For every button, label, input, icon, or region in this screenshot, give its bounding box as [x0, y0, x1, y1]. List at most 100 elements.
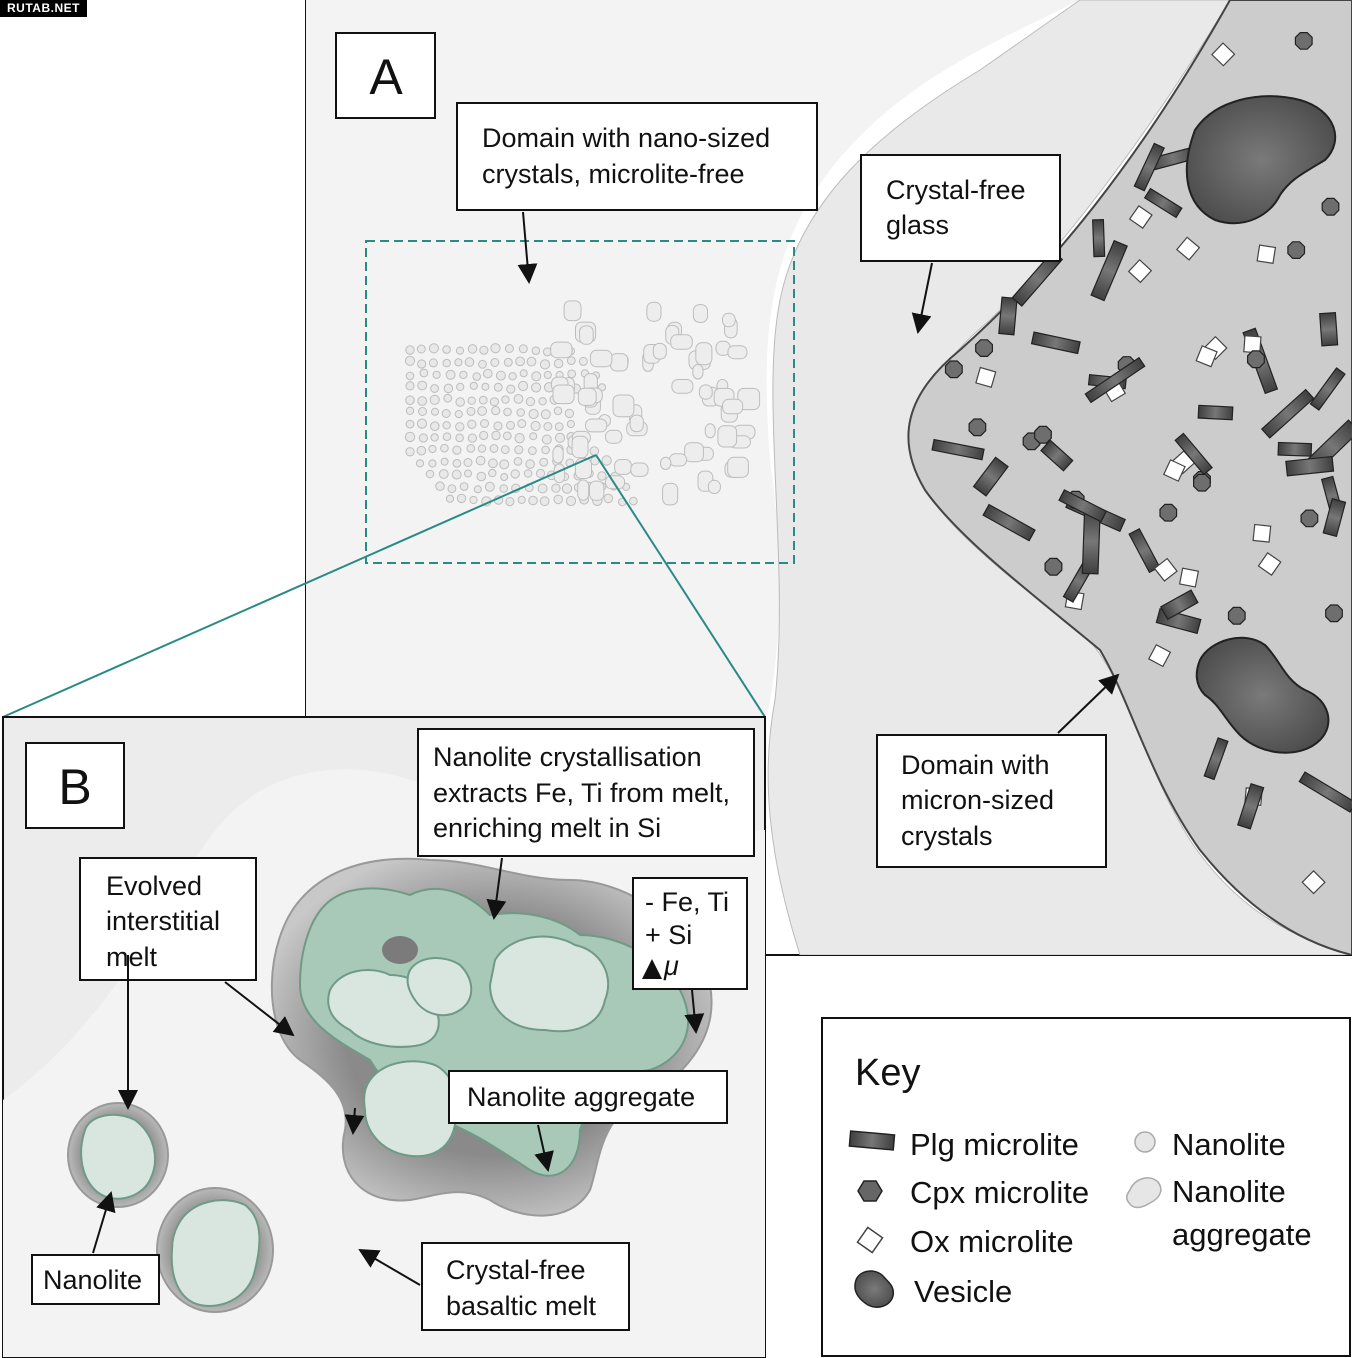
- label-box-nano-domain: [456, 102, 818, 211]
- nanolite-aggregate-dot: [692, 363, 704, 380]
- nanolite-dot: [526, 356, 537, 367]
- nanolite-dot: [428, 343, 439, 354]
- nanolite-dot: [429, 394, 440, 405]
- nanolite-dot: [404, 431, 416, 443]
- label-crystallisation-line-1: Nanolite crystallisation: [433, 742, 702, 772]
- nanolite-dot: [493, 421, 503, 431]
- key-label-nanolite: Nanolite: [1172, 1127, 1286, 1162]
- zoom-connector-left: [2, 454, 597, 718]
- nanolite-aggregate-dot: [722, 398, 744, 415]
- plg-microlite: [1322, 498, 1347, 538]
- nanolite: [80, 1113, 156, 1200]
- nanolite-aggregate-dot: [605, 475, 626, 490]
- nanolite-dot: [405, 419, 415, 429]
- plg-microlite: [1090, 239, 1128, 302]
- nanolite-aggregate-dot: [614, 459, 632, 475]
- ox-microlite-icon: [856, 1226, 884, 1254]
- label-melt-line-1: Crystal-free: [446, 1255, 586, 1285]
- nanolite-dot: [459, 370, 468, 380]
- nanolite-dot: [503, 407, 512, 417]
- nanolite-dot-field: [404, 300, 761, 507]
- key-label-cpx: Cpx microlite: [910, 1175, 1089, 1210]
- nanolite-dot: [464, 469, 472, 478]
- nanolite-dot: [467, 344, 478, 354]
- nanolite-dot: [530, 420, 541, 432]
- nanolite-aggregate-dot: [589, 349, 613, 368]
- nanolite-dot: [416, 418, 428, 429]
- label-evolved-line-1: Evolved: [106, 871, 202, 901]
- label-nano-domain-line-2: crystals, microlite-free: [482, 159, 745, 189]
- key-frame: [821, 1017, 1351, 1357]
- nanolite-aggregate-dot: [630, 462, 649, 477]
- nanolite-aggregate-dot: [579, 325, 594, 345]
- plg-microlite-icon: [848, 1130, 896, 1151]
- nanolite-dot: [506, 384, 516, 394]
- vesicle-gap: [382, 936, 418, 964]
- nanolite-dot: [428, 358, 438, 368]
- nanolite-dot: [483, 368, 493, 379]
- nanolite-dot: [442, 345, 451, 354]
- nanolite-dot: [442, 358, 451, 368]
- nanolite-dot: [500, 473, 509, 481]
- nanolite-dot: [477, 444, 487, 453]
- plg-microlite: [982, 503, 1036, 542]
- nanolite-aggregate-dot: [671, 379, 694, 394]
- nanolite-dot: [589, 446, 600, 456]
- nanolite-dot: [452, 445, 462, 455]
- nanolite-dot: [473, 485, 482, 494]
- nanolite-dot: [440, 443, 449, 453]
- nanolite-dot: [518, 344, 528, 354]
- plg-microlite: [1133, 142, 1165, 192]
- nanolite-dot: [543, 370, 552, 380]
- nanolite-dot: [467, 419, 477, 429]
- nanolite-aggregate-dot: [609, 353, 629, 372]
- arrow-nano-domain: [517, 211, 538, 284]
- nanolite-dot: [404, 355, 416, 366]
- nanolite-dot: [419, 368, 429, 378]
- nanolite-dot: [438, 469, 449, 479]
- nanolite-dot: [539, 457, 549, 467]
- nanolite-dot: [501, 395, 510, 404]
- arrow-chem: [684, 989, 705, 1034]
- arrow-small: [344, 1107, 365, 1135]
- cpx-microlite: [1300, 509, 1319, 528]
- nanolite-dot: [489, 444, 499, 453]
- nanolite-dot: [405, 381, 415, 391]
- nanolite-aggregate-dot: [550, 341, 573, 359]
- plg-microlite: [998, 296, 1018, 336]
- ox-microlite: [1178, 567, 1200, 588]
- plg-microlite: [1174, 432, 1213, 476]
- label-glass-line-1: Crystal-free: [886, 175, 1026, 205]
- ox-microlite: [1195, 345, 1218, 368]
- nanolite-dot: [499, 484, 509, 493]
- nanolite-aggregate-dot: [577, 387, 597, 406]
- nanolite-dot: [405, 406, 415, 415]
- nanolite-aggregate-dot: [646, 301, 662, 322]
- nanolite-dot: [447, 484, 457, 494]
- nanolite-aggregate-dot: [577, 479, 590, 501]
- nanolite-aggregate-dot: [552, 384, 575, 405]
- nanolite-dot: [502, 431, 512, 441]
- nanolite-dot: [540, 409, 551, 420]
- nanolite-dot: [553, 494, 564, 505]
- nanolite-aggregate-dot: [571, 435, 589, 459]
- nanolite-dot: [499, 459, 510, 470]
- zoom-box: [365, 240, 795, 564]
- nanolite-dot: [466, 444, 476, 453]
- nanolite-aggregate-dot: [662, 482, 679, 506]
- nanolite-aggregate-dot: [563, 300, 582, 322]
- nanolite-dot: [417, 359, 427, 369]
- nanolite-aggregate-dot: [589, 480, 605, 501]
- nanolite-dot: [525, 459, 535, 469]
- nanolite-dot: [481, 382, 490, 391]
- nanolite-dot: [440, 457, 449, 466]
- nanolite-dot: [505, 497, 515, 507]
- plg-microlite: [1084, 356, 1146, 404]
- nanolite-dot: [531, 382, 542, 393]
- nanolite-dot: [455, 397, 466, 407]
- nanolite-aggregate-dot: [707, 479, 721, 494]
- nanolite: [363, 1060, 458, 1158]
- micron-crystals: [931, 31, 1352, 895]
- ox-microlite: [1175, 236, 1201, 261]
- cpx-microlite: [1246, 350, 1265, 369]
